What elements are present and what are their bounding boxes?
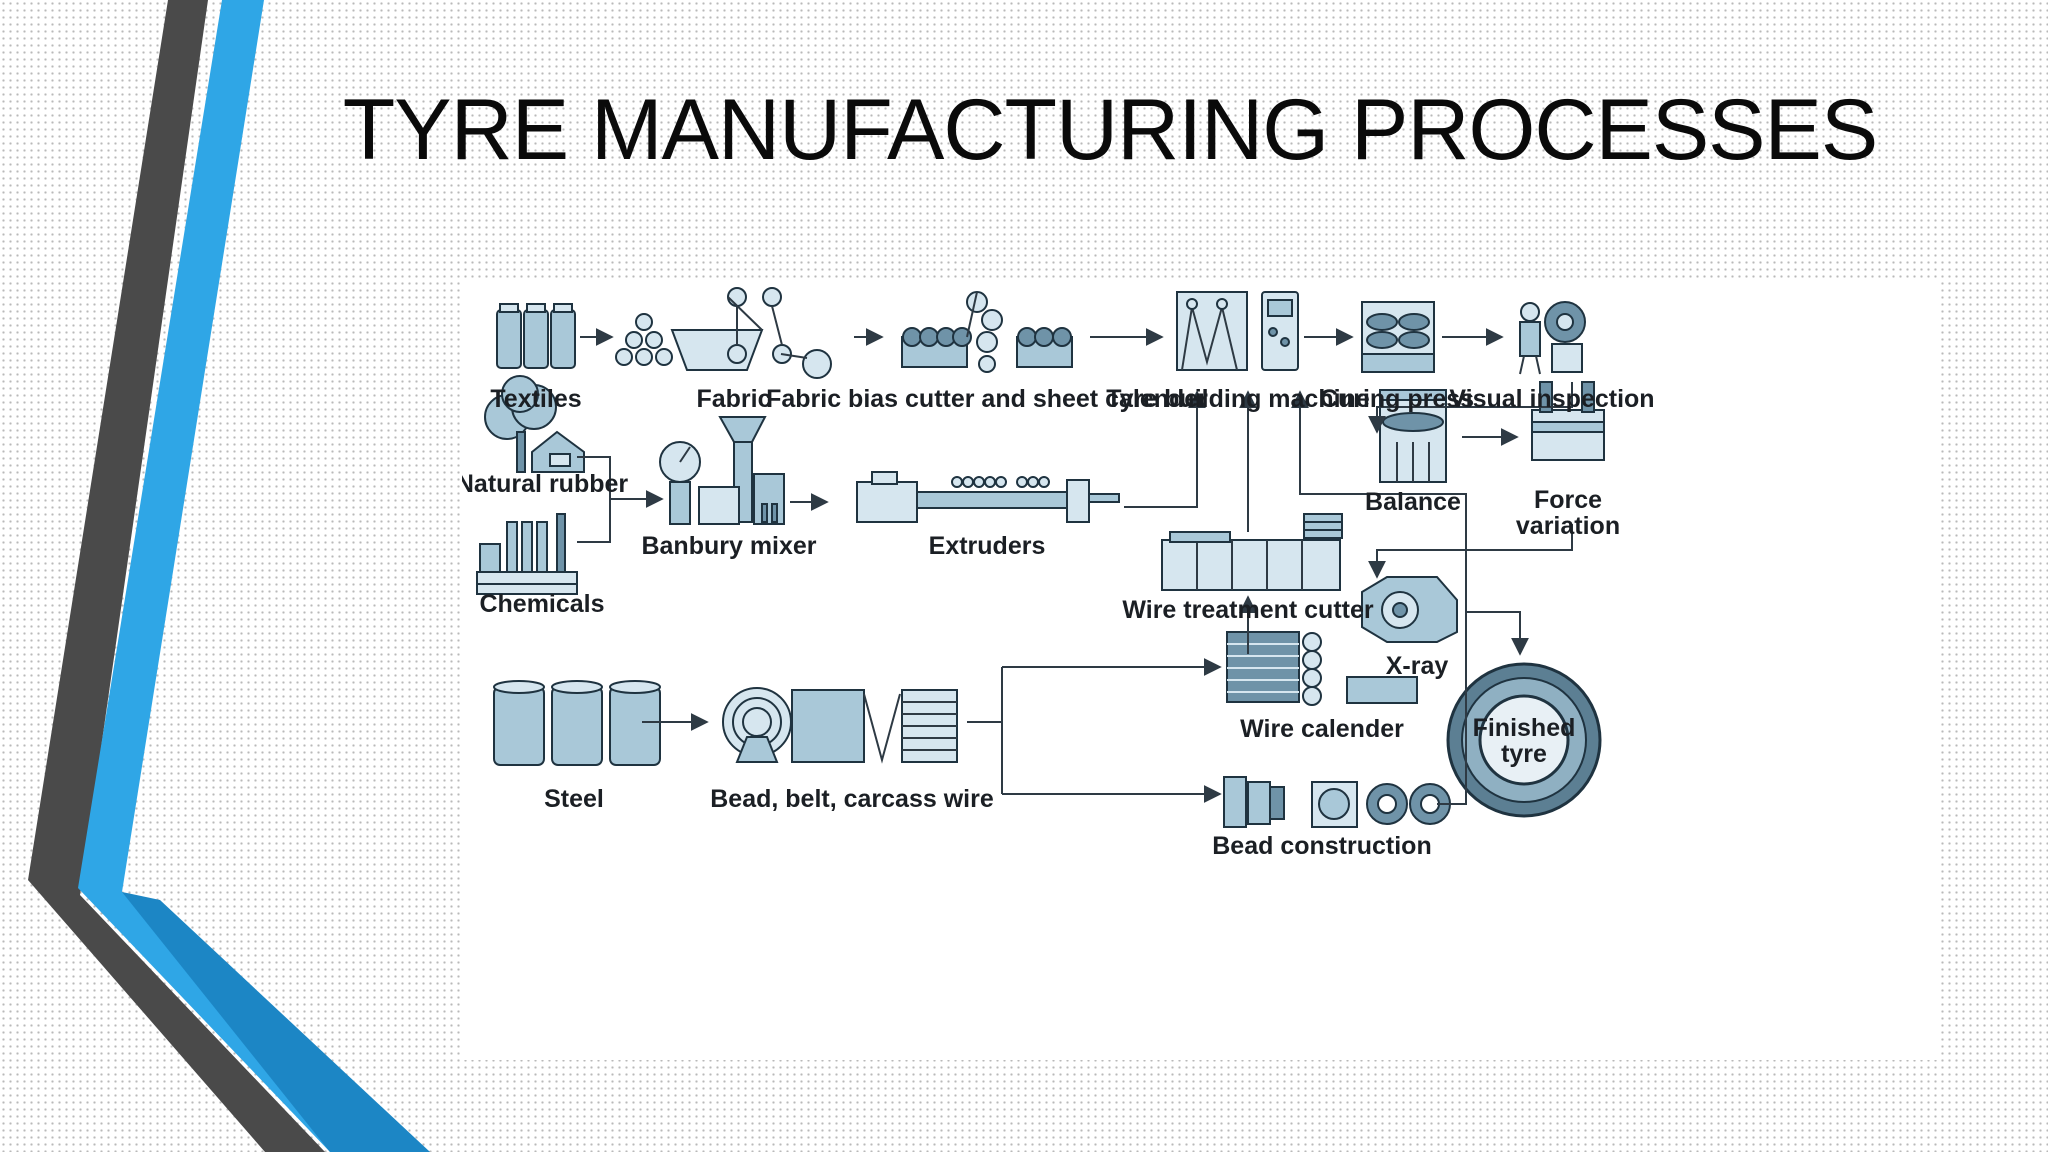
label-wire-calender: Wire calender: [1240, 715, 1404, 743]
chemicals-icon: [476, 513, 578, 595]
label-textiles: Textiles: [490, 385, 581, 413]
label-steel: Steel: [544, 785, 604, 813]
label-force-variation-line1: Force: [1534, 486, 1602, 514]
tyre-building-machine-icon: [1176, 291, 1299, 371]
label-natural-rubber: Natural rubber: [462, 470, 628, 498]
label-bead-belt-carcass-wire: Bead, belt, carcass wire: [710, 785, 994, 813]
label-extruders: Extruders: [929, 532, 1046, 560]
bead-belt-carcass-wire-icon: [722, 687, 958, 764]
node-labels: Textiles Fabric Fabric bias cutter and s…: [462, 385, 1655, 860]
textiles-icon: [496, 303, 576, 369]
bead-construction-icon: [1223, 776, 1451, 828]
finished-tyre-icon: [1446, 662, 1602, 818]
label-finished-tyre-line2: tyre: [1501, 740, 1547, 768]
fabric-bias-cutter-icon: [901, 291, 1073, 373]
label-finished-tyre-line1: Finished: [1473, 714, 1576, 742]
label-tyre-building-machine: Tyre building machine: [1106, 385, 1370, 413]
wire-calender-icon: [1226, 631, 1418, 706]
label-force-variation-line2: variation: [1516, 512, 1620, 540]
label-x-ray: X-ray: [1386, 652, 1449, 680]
balance-icon: [1379, 389, 1447, 483]
process-flow-diagram: Textiles Fabric Fabric bias cutter and s…: [462, 287, 1655, 860]
label-curing-press: Curing press: [1320, 385, 1474, 413]
flow-arrows: [577, 328, 1573, 805]
label-fabric-bias-cutter: Fabric bias cutter and sheet calender: [766, 385, 1208, 413]
slide-title: TYRE MANUFACTURING PROCESSES: [342, 82, 1879, 178]
steel-icon: [493, 680, 661, 766]
process-diagram-panel: Textiles Fabric Fabric bias cutter and s…: [462, 282, 1940, 1060]
visual-inspection-icon: [1519, 301, 1586, 375]
label-banbury-mixer: Banbury mixer: [641, 532, 816, 560]
curing-press-icon: [1361, 301, 1435, 373]
force-variation-icon: [1531, 381, 1605, 461]
x-ray-icon: [1361, 576, 1458, 643]
extruders-icon: [856, 471, 1120, 523]
natural-rubber-icon: [484, 375, 585, 473]
wire-treatment-cutter-icon: [1161, 513, 1343, 591]
label-visual-inspection: Visual inspection: [1449, 385, 1654, 413]
chevron-blue-dark-band: [122, 892, 430, 1152]
banbury-mixer-icon: [659, 416, 785, 525]
label-bead-construction: Bead construction: [1212, 832, 1431, 860]
label-fabric: Fabric: [696, 385, 771, 413]
fabric-icon: [615, 287, 832, 379]
label-balance: Balance: [1365, 488, 1461, 516]
chevron-blue-stripe: [78, 0, 430, 1152]
label-chemicals: Chemicals: [479, 590, 604, 618]
chevron-gray-stripe: [28, 0, 325, 1152]
label-wire-treatment-cutter: Wire treatment cutter: [1122, 596, 1373, 624]
